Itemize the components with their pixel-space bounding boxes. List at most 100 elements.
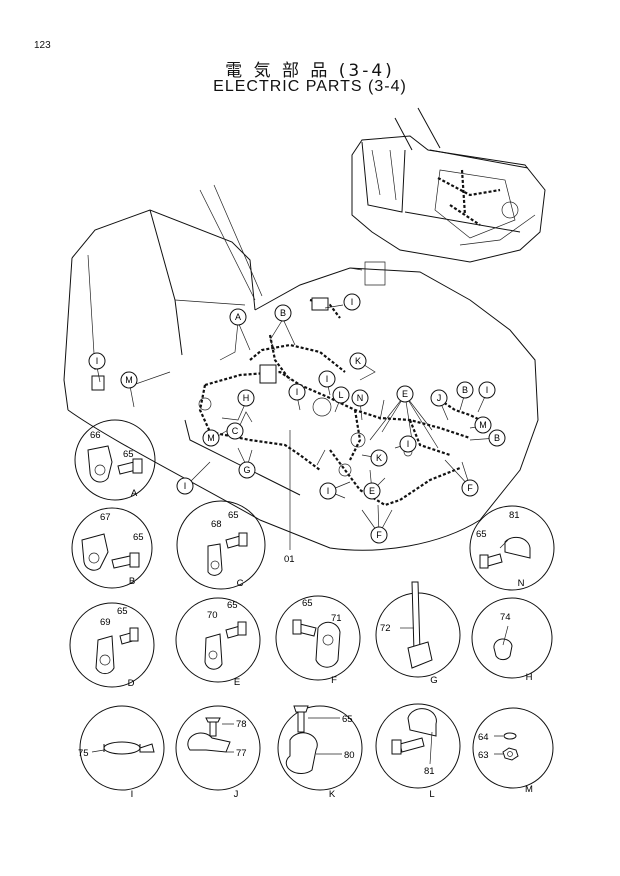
part-number: 65 xyxy=(342,714,353,725)
callout-G: G xyxy=(238,461,256,479)
detail-letter: J xyxy=(234,789,239,800)
callout-N: N xyxy=(351,389,369,407)
part-number: 65 xyxy=(228,510,239,521)
callout-label: E xyxy=(369,486,375,496)
callout-M: M xyxy=(120,371,138,389)
part-number: 74 xyxy=(500,612,511,623)
detail-letter: N xyxy=(518,578,525,589)
callout-label: A xyxy=(235,312,241,322)
part-number: 68 xyxy=(211,519,222,530)
part-number: 65 xyxy=(227,600,238,611)
callout-label: M xyxy=(479,420,487,430)
callout-label: H xyxy=(243,393,250,403)
callout-label: I xyxy=(407,439,410,449)
part-number: 66 xyxy=(90,430,101,441)
detail-letter: D xyxy=(128,678,135,689)
detail-J: 78 77 J xyxy=(175,705,261,800)
callout-M: M xyxy=(202,429,220,447)
detail-letter: M xyxy=(525,784,533,795)
detail-letter: K xyxy=(329,789,336,800)
part-number: 81 xyxy=(424,766,435,777)
callout-label: I xyxy=(486,385,489,395)
detail-letter: B xyxy=(129,576,135,587)
callout-label: B xyxy=(494,433,500,443)
part-number: 69 xyxy=(100,617,111,628)
detail-K: 65 80 K xyxy=(277,705,363,800)
callout-label: I xyxy=(327,486,330,496)
callout-M: M xyxy=(474,416,492,434)
part-number: 81 xyxy=(509,510,520,521)
callout-label: I xyxy=(184,481,187,491)
part-number: 78 xyxy=(236,719,247,730)
callout-H: H xyxy=(237,389,255,407)
callout-I: I xyxy=(319,482,337,500)
callout-label: L xyxy=(338,390,343,400)
detail-D: 69 65 D xyxy=(69,602,155,689)
callout-label: F xyxy=(467,483,473,493)
callout-label: C xyxy=(232,426,239,436)
detail-N: 65 81 N xyxy=(469,505,555,591)
callout-label: E xyxy=(402,389,408,399)
callout-I: I xyxy=(478,381,496,399)
detail-B: 67 65 B xyxy=(71,507,153,589)
part-number: 63 xyxy=(478,750,489,761)
part-number: 65 xyxy=(302,598,313,609)
title-english: ELECTRIC PARTS (3-4) xyxy=(213,78,407,95)
callout-B: B xyxy=(488,429,506,447)
callout-F: F xyxy=(461,479,479,497)
callout-label: G xyxy=(243,465,250,475)
callout-label: I xyxy=(96,356,99,366)
harness-part-number: 01 xyxy=(284,554,295,565)
detail-L: 81 L xyxy=(375,703,461,800)
callout-E: E xyxy=(363,482,381,500)
callout-label: I xyxy=(296,387,299,397)
part-number: 65 xyxy=(117,606,128,617)
callout-K: K xyxy=(370,449,388,467)
detail-letter: A xyxy=(131,488,138,499)
callout-I: I xyxy=(288,383,306,401)
part-number: 64 xyxy=(478,732,489,743)
detail-letter: H xyxy=(526,672,533,683)
callout-I: I xyxy=(399,435,417,453)
detail-letter: G xyxy=(430,675,437,686)
callout-label: K xyxy=(355,356,361,366)
detail-G: 72 G xyxy=(375,581,461,686)
callout-label: B xyxy=(462,385,468,395)
callout-label: N xyxy=(357,393,364,403)
callout-label: K xyxy=(376,453,382,463)
detail-letter: I xyxy=(131,789,134,800)
detail-H: 74 H xyxy=(471,597,553,683)
callout-B: B xyxy=(274,304,292,322)
part-number: 65 xyxy=(476,529,487,540)
detail-letter: F xyxy=(331,675,337,686)
callout-I: I xyxy=(176,477,194,495)
callout-I: I xyxy=(88,352,106,370)
detail-C: 68 65 C xyxy=(176,500,266,590)
callout-label: M xyxy=(125,375,133,385)
callout-label: I xyxy=(351,297,354,307)
callout-I: I xyxy=(318,370,336,388)
detail-letter: C xyxy=(237,578,244,589)
page-number: 123 xyxy=(34,40,51,51)
callout-I: I xyxy=(343,293,361,311)
callout-label: J xyxy=(437,393,442,403)
callout-J: J xyxy=(430,389,448,407)
callout-E: E xyxy=(396,385,414,403)
callout-K: K xyxy=(349,352,367,370)
detail-F: 65 71 F xyxy=(275,595,361,686)
detail-I: 75 I xyxy=(78,705,165,800)
part-number: 75 xyxy=(78,748,89,759)
detail-letter: E xyxy=(234,677,240,688)
detail-E: 70 65 E xyxy=(175,597,261,688)
callout-L: L xyxy=(332,386,350,404)
part-number: 70 xyxy=(207,610,218,621)
callout-F: F xyxy=(370,526,388,544)
part-number: 77 xyxy=(236,748,247,759)
callout-A: A xyxy=(229,308,247,326)
part-number: 80 xyxy=(344,750,355,761)
detail-letter: L xyxy=(429,789,434,800)
callout-label: M xyxy=(207,433,215,443)
wiring-harness xyxy=(91,297,491,507)
part-number: 71 xyxy=(331,613,342,624)
